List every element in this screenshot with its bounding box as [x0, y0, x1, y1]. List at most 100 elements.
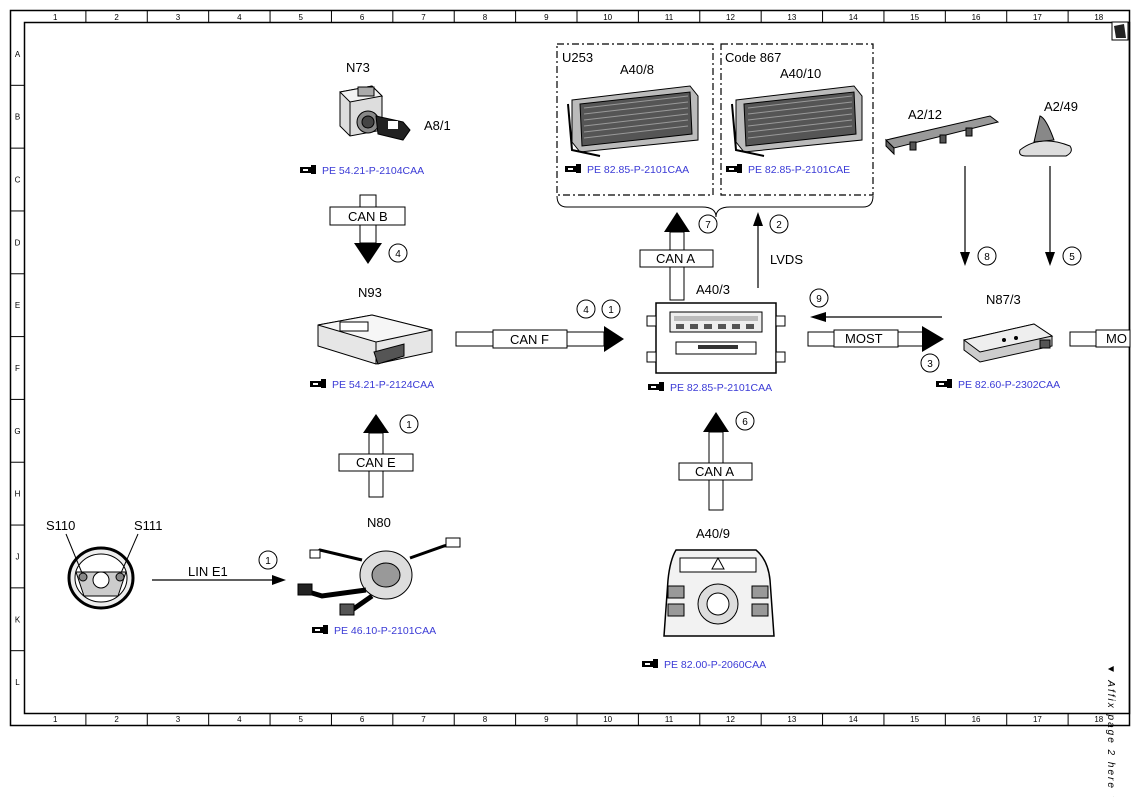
grid-col-top-1: 1: [53, 13, 58, 22]
label-a8-1: A8/1: [424, 118, 451, 133]
label-n93: N93: [358, 285, 382, 300]
grid-col-top-13: 13: [787, 13, 796, 22]
grid-col-bottom-3: 3: [176, 715, 181, 724]
controller-a40-9-icon: [663, 549, 775, 637]
grid-col-bottom-15: 15: [910, 715, 919, 724]
label-a40-3: A40/3: [696, 282, 730, 297]
label-a40-8: A40/8: [620, 62, 654, 77]
bus-label-can-f: CAN F: [510, 332, 549, 347]
grid-col-bottom-16: 16: [972, 715, 981, 724]
head-unit-a40-3-icon: [646, 302, 786, 374]
steering-column-module-icon: [297, 537, 461, 616]
shark-fin-antenna-icon: [1019, 115, 1072, 157]
ref-a40-9[interactable]: PE 82.00-P-2060CAA: [664, 659, 766, 671]
label-a40-9: A40/9: [696, 526, 730, 541]
ref-a40-10[interactable]: PE 82.85-P-2101CAE: [748, 164, 850, 176]
grid-row-G: G: [14, 427, 20, 436]
callout-most-left: 9: [809, 288, 829, 308]
grid-col-bottom-18: 18: [1094, 715, 1103, 724]
grid-col-top-6: 6: [360, 13, 365, 22]
grid-col-top-14: 14: [849, 13, 858, 22]
ref-n73[interactable]: PE 54.21-P-2104CAA: [322, 165, 424, 177]
svg-text:4: 4: [583, 305, 589, 316]
grid-col-bottom-17: 17: [1033, 715, 1042, 724]
svg-text:3: 3: [927, 359, 933, 370]
sheet-note: ▼ Affix page 2 here ▼: [1105, 664, 1116, 797]
grid-col-top-9: 9: [544, 13, 549, 22]
grid-col-top-17: 17: [1033, 13, 1042, 22]
callout-can-a-down: 6: [735, 411, 755, 431]
connection-can-b: [329, 194, 406, 264]
module-n93-icon: [317, 314, 433, 365]
grid-row-J: J: [16, 552, 20, 561]
callout-lin-e1: 1: [258, 550, 278, 570]
grid-col-top-16: 16: [972, 13, 981, 22]
ref-n80[interactable]: PE 46.10-P-2101CAA: [334, 625, 436, 637]
label-a2-12: A2/12: [908, 107, 942, 122]
steering-wheel-icon: [65, 533, 139, 610]
grid-col-top-7: 7: [421, 13, 426, 22]
label-a40-10: A40/10: [780, 66, 821, 81]
callout-can-f-a: 4: [576, 299, 596, 319]
grid-col-top-2: 2: [114, 13, 119, 22]
connection-most-left: [810, 312, 942, 322]
bus-label-can-e: CAN E: [356, 455, 396, 470]
grid-row-K: K: [15, 615, 21, 624]
connection-most-continuation: [1069, 329, 1131, 348]
connection-can-a-up: [639, 212, 714, 301]
reference-icon: [936, 379, 952, 388]
svg-text:6: 6: [742, 417, 748, 428]
callout-a2-49: 5: [1062, 246, 1082, 266]
group-bracket: [556, 195, 874, 218]
grid-col-top-3: 3: [176, 13, 181, 22]
grid-col-top-8: 8: [483, 13, 488, 22]
grid-ruler: 1122334455667788991010111112121313141415…: [10, 10, 1104, 726]
label-s111: S111: [134, 518, 162, 533]
reference-icon: [310, 379, 326, 388]
ref-n87-3[interactable]: PE 82.60-P-2302CAA: [958, 379, 1060, 391]
svg-text:1: 1: [406, 420, 412, 431]
label-a2-49: A2/49: [1044, 99, 1078, 114]
connection-lin-e1: [152, 575, 286, 585]
grid-col-top-10: 10: [603, 13, 612, 22]
svg-text:9: 9: [816, 294, 822, 305]
grid-col-top-4: 4: [237, 13, 242, 22]
ref-n93[interactable]: PE 54.21-P-2124CAA: [332, 379, 434, 391]
connection-a2-12: [960, 166, 970, 266]
grid-row-E: E: [15, 301, 20, 310]
reference-icon: [642, 659, 658, 668]
grid-col-bottom-10: 10: [603, 715, 612, 724]
svg-text:8: 8: [984, 252, 990, 263]
bus-label-can-a-down: CAN A: [695, 464, 734, 479]
ignition-lock-icon: [338, 85, 411, 141]
callout-a2-12: 8: [977, 246, 997, 266]
label-n87-3: N87/3: [986, 292, 1021, 307]
bus-label-can-a-up: CAN A: [656, 251, 695, 266]
callout-can-a-up: 7: [698, 214, 718, 234]
display-a40-10-icon: [731, 85, 863, 157]
ref-a40-3[interactable]: PE 82.85-P-2101CAA: [670, 382, 772, 394]
bus-label-most-cut: MO: [1106, 331, 1127, 346]
label-n80: N80: [367, 515, 391, 530]
connection-most-right: [807, 326, 944, 352]
grid-row-C: C: [15, 176, 21, 185]
module-n87-3-icon: [962, 323, 1054, 363]
group-box-code867: [720, 43, 874, 196]
group-label-code867: Code 867: [725, 50, 781, 65]
grid-col-bottom-8: 8: [483, 715, 488, 724]
grid-col-bottom-5: 5: [299, 715, 304, 724]
grid-row-D: D: [15, 238, 21, 247]
grid-col-top-12: 12: [726, 13, 735, 22]
grid-col-bottom-2: 2: [114, 715, 119, 724]
grid-col-top-11: 11: [665, 13, 674, 22]
connection-lvds: [753, 212, 763, 288]
ref-a40-8[interactable]: PE 82.85-P-2101CAA: [587, 164, 689, 176]
grid-col-top-15: 15: [910, 13, 919, 22]
reference-icon: [300, 165, 316, 174]
grid-col-bottom-4: 4: [237, 715, 242, 724]
corner-mark-icon: [1111, 21, 1129, 41]
label-n73: N73: [346, 60, 370, 75]
bus-label-most: MOST: [845, 331, 883, 346]
label-s110: S110: [46, 518, 75, 533]
